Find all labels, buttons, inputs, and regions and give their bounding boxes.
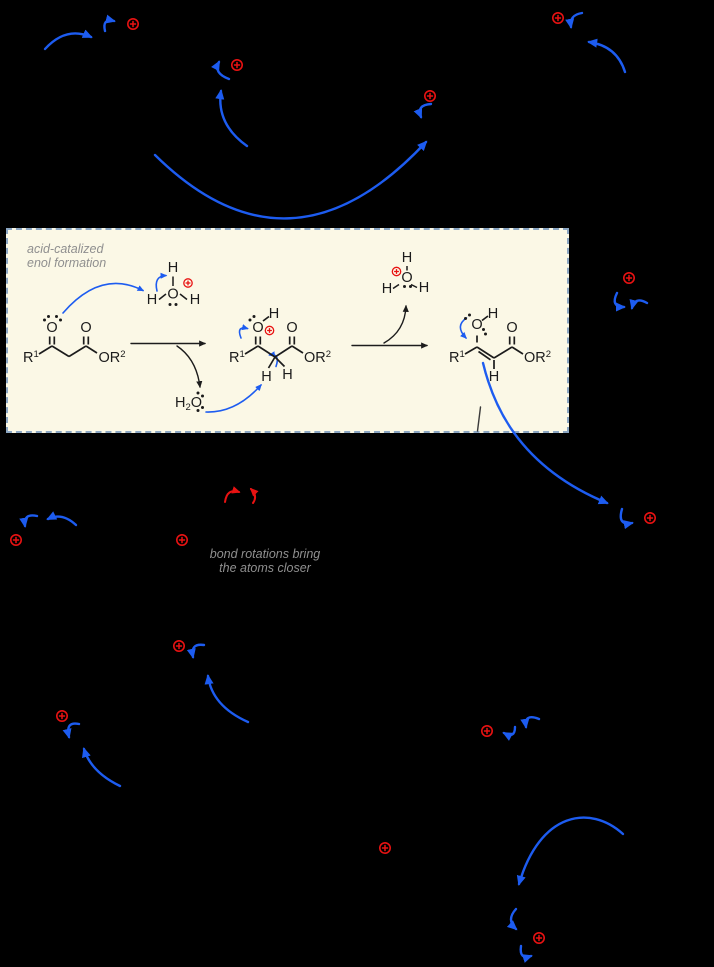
- curved-arrow-hook: [19, 514, 39, 528]
- plus-charge-icons: [10, 12, 657, 945]
- curved-arrow: [215, 89, 249, 148]
- curved-arrow: [46, 511, 78, 527]
- curved-arrow: [82, 747, 122, 788]
- curved-arrow-long: [153, 140, 428, 220]
- enol-box-title-line1: acid-catalized: [27, 242, 104, 256]
- curved-arrow-hook: [520, 716, 541, 729]
- plus-charge-icon: [378, 841, 392, 855]
- plus-charge-icon: [532, 931, 546, 945]
- bond-rotation-note-line2: the atoms closer: [219, 560, 311, 575]
- red-curved-arrows: [224, 486, 259, 504]
- curved-arrow-hook: [211, 60, 231, 81]
- plus-charge-icon: [127, 17, 139, 31]
- curved-arrow: [587, 38, 627, 74]
- curved-arrow-hook: [629, 298, 649, 310]
- plus-charge-icon: [231, 58, 243, 71]
- curved-arrow-hook: [506, 907, 518, 931]
- blue-curved-arrows: [19, 11, 649, 963]
- curved-arrow-hook: [519, 944, 533, 963]
- curved-arrow-hook: [103, 14, 116, 33]
- plus-charge-icon: [551, 12, 565, 25]
- curved-arrow-hook: [62, 722, 81, 739]
- curved-arrow-red: [224, 486, 241, 503]
- curved-arrow: [204, 674, 250, 724]
- curved-arrow-hook: [619, 507, 634, 530]
- plus-charge-icon: [55, 709, 68, 723]
- curved-arrow-hook: [413, 102, 433, 119]
- plus-charge-icon: [480, 724, 494, 738]
- plus-charge-icon: [423, 90, 437, 102]
- curved-arrow-hook: [565, 11, 584, 29]
- bond-rotation-note-line1: bond rotations bring: [209, 547, 321, 561]
- curved-arrow-red: [249, 487, 259, 504]
- curved-arrow-hook: [502, 725, 517, 741]
- bond-rotation-note: bond rotations bring the atoms closer: [198, 547, 332, 575]
- enol-box-title-line2: enol formation: [27, 256, 107, 270]
- plus-charge-icon: [176, 533, 188, 547]
- enol-box-title: acid-catalized enol formation: [27, 242, 106, 270]
- curved-arrow-hook: [186, 643, 206, 659]
- plus-charge-icon: [10, 533, 23, 547]
- plus-charge-icon: [643, 511, 657, 525]
- curved-arrow: [43, 29, 93, 51]
- plus-charge-icon: [173, 639, 185, 653]
- plus-charge-icon: [622, 271, 636, 285]
- curved-arrow-long: [516, 816, 625, 886]
- curved-arrow-hook: [613, 291, 626, 312]
